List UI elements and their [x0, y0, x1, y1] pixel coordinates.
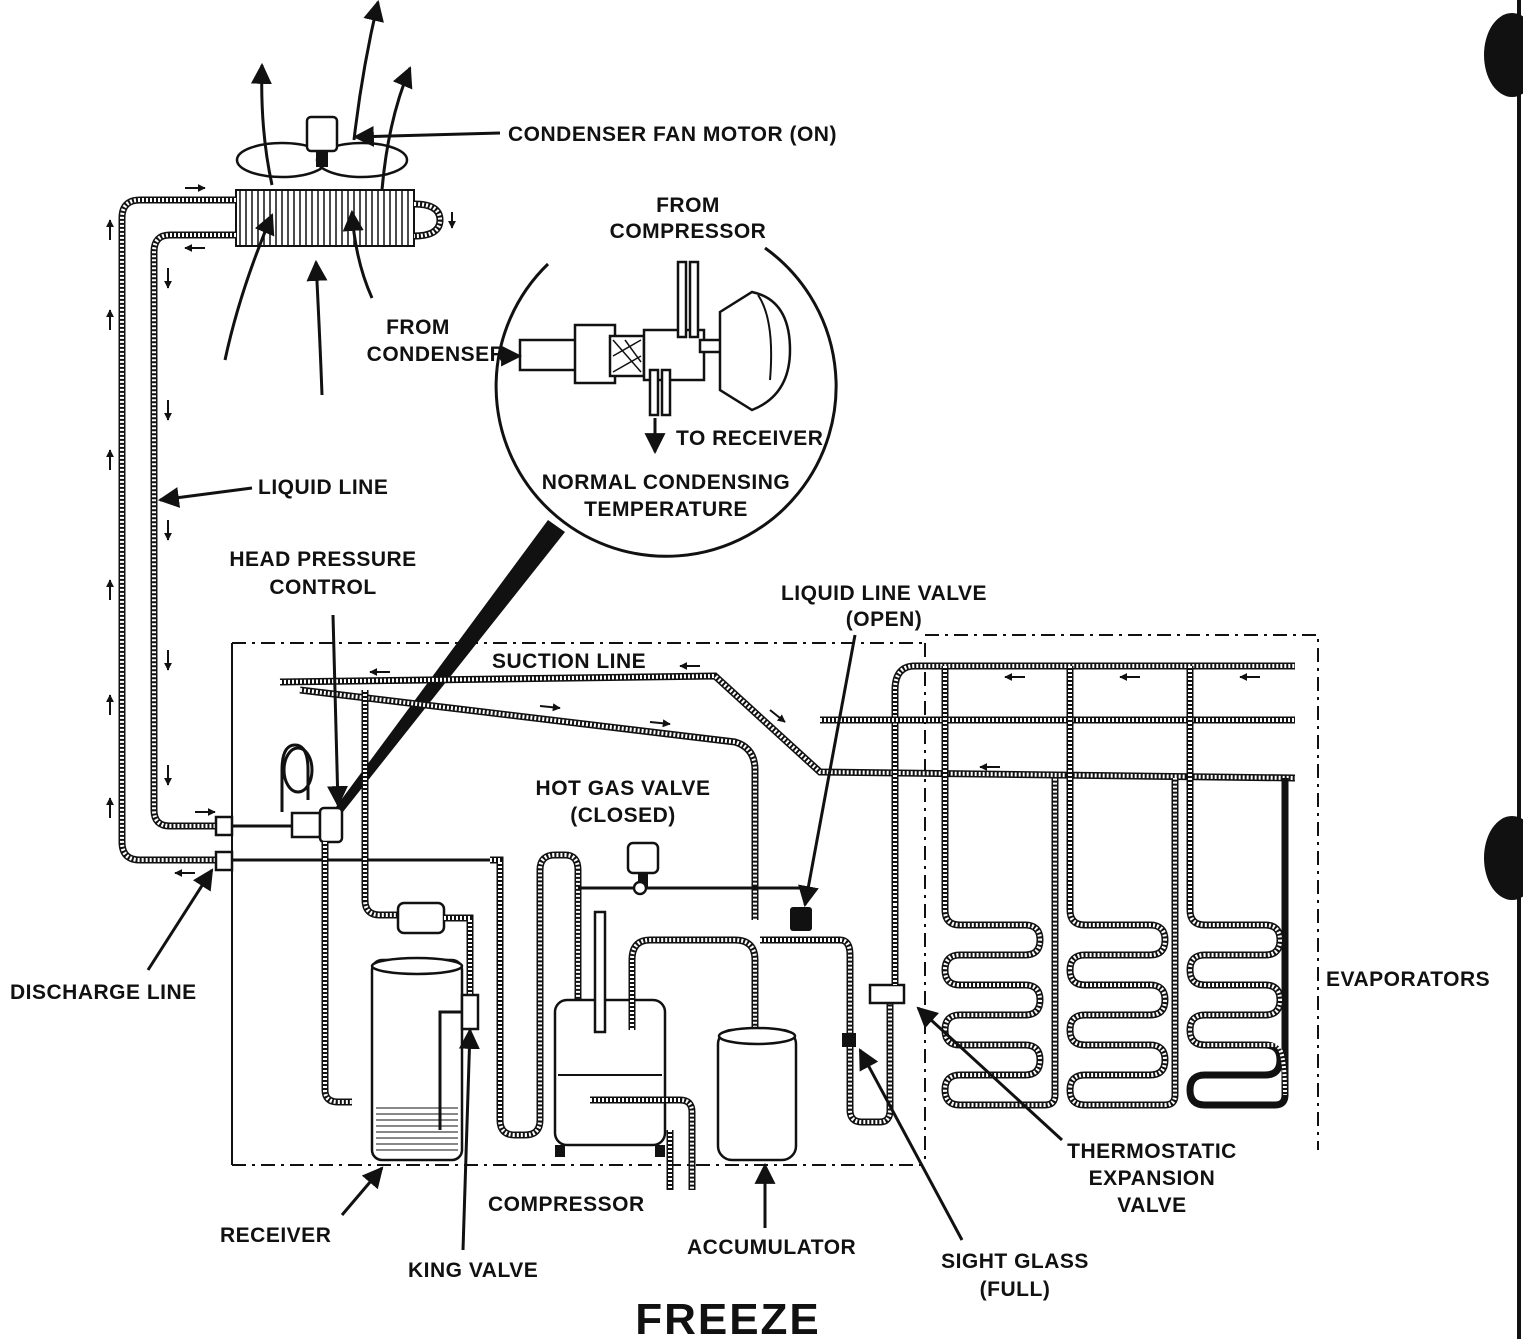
- accumulator: [716, 1026, 798, 1162]
- compressor-discharge-tube: [490, 851, 600, 1144]
- label-compressor: COMPRESSOR: [488, 1193, 645, 1216]
- evaporators: [820, 662, 1295, 1109]
- diagram-title: FREEZE: [635, 1295, 821, 1339]
- liquid-line-tube: [150, 231, 236, 830]
- label-discharge-line: DISCHARGE LINE: [10, 981, 197, 1004]
- labels: CONDENSER FAN MOTOR (ON) FROM COMPRESSOR…: [10, 123, 1490, 1339]
- compressor: [553, 910, 759, 1190]
- receiver: [370, 901, 480, 1162]
- label-sight-glass-1: SIGHT GLASS: [941, 1250, 1089, 1273]
- hot-gas-valve: [578, 841, 800, 896]
- unit-outlines: [231, 634, 1319, 1166]
- label-hot-gas-valve-1: HOT GAS VALVE: [536, 777, 711, 800]
- label-liquid-line-valve-2: (OPEN): [846, 608, 923, 631]
- label-hot-gas-valve-2: (CLOSED): [570, 804, 676, 827]
- label-suction-line: SUCTION LINE: [492, 650, 646, 673]
- label-receiver: RECEIVER: [220, 1224, 331, 1247]
- label-normal-condensing-1: NORMAL CONDENSING: [542, 471, 790, 494]
- label-thermostatic-2: EXPANSION: [1089, 1167, 1216, 1190]
- label-from-condenser-2: CONDENSER: [367, 343, 506, 366]
- label-liquid-line-valve-1: LIQUID LINE VALVE: [781, 582, 987, 605]
- airflow-arrows: [223, 0, 413, 396]
- head-pressure-control: [214, 690, 500, 1106]
- label-to-receiver: TO RECEIVER: [676, 427, 823, 450]
- label-king-valve: KING VALVE: [408, 1259, 538, 1282]
- label-from-compressor-1: FROM: [656, 194, 720, 217]
- label-from-compressor-2: COMPRESSOR: [610, 220, 767, 243]
- label-sight-glass-2: (FULL): [980, 1278, 1051, 1301]
- label-accumulator: ACCUMULATOR: [687, 1236, 856, 1259]
- page-edge-marks: [1484, 0, 1523, 1339]
- liquid-line-valve: [760, 900, 906, 1126]
- label-head-pressure-1: HEAD PRESSURE: [229, 548, 416, 571]
- flow-arrows: [106, 184, 456, 877]
- label-thermostatic-1: THERMOSTATIC: [1067, 1140, 1237, 1163]
- label-thermostatic-3: VALVE: [1117, 1194, 1186, 1217]
- label-evaporators: EVAPORATORS: [1326, 968, 1490, 991]
- condenser: [235, 189, 444, 247]
- label-normal-condensing-2: TEMPERATURE: [584, 498, 748, 521]
- leader-lines: [146, 125, 1064, 1251]
- suction-line-tube: [279, 662, 1296, 920]
- head-pressure-detail-circle: [330, 246, 838, 822]
- condenser-fan: [235, 115, 409, 179]
- label-head-pressure-2: CONTROL: [269, 576, 376, 599]
- label-liquid-line: LIQUID LINE: [258, 476, 388, 499]
- discharge-line-tube: [118, 196, 236, 864]
- label-from-condenser-1: FROM: [386, 316, 450, 339]
- label-condenser-fan-motor: CONDENSER FAN MOTOR (ON): [508, 123, 837, 146]
